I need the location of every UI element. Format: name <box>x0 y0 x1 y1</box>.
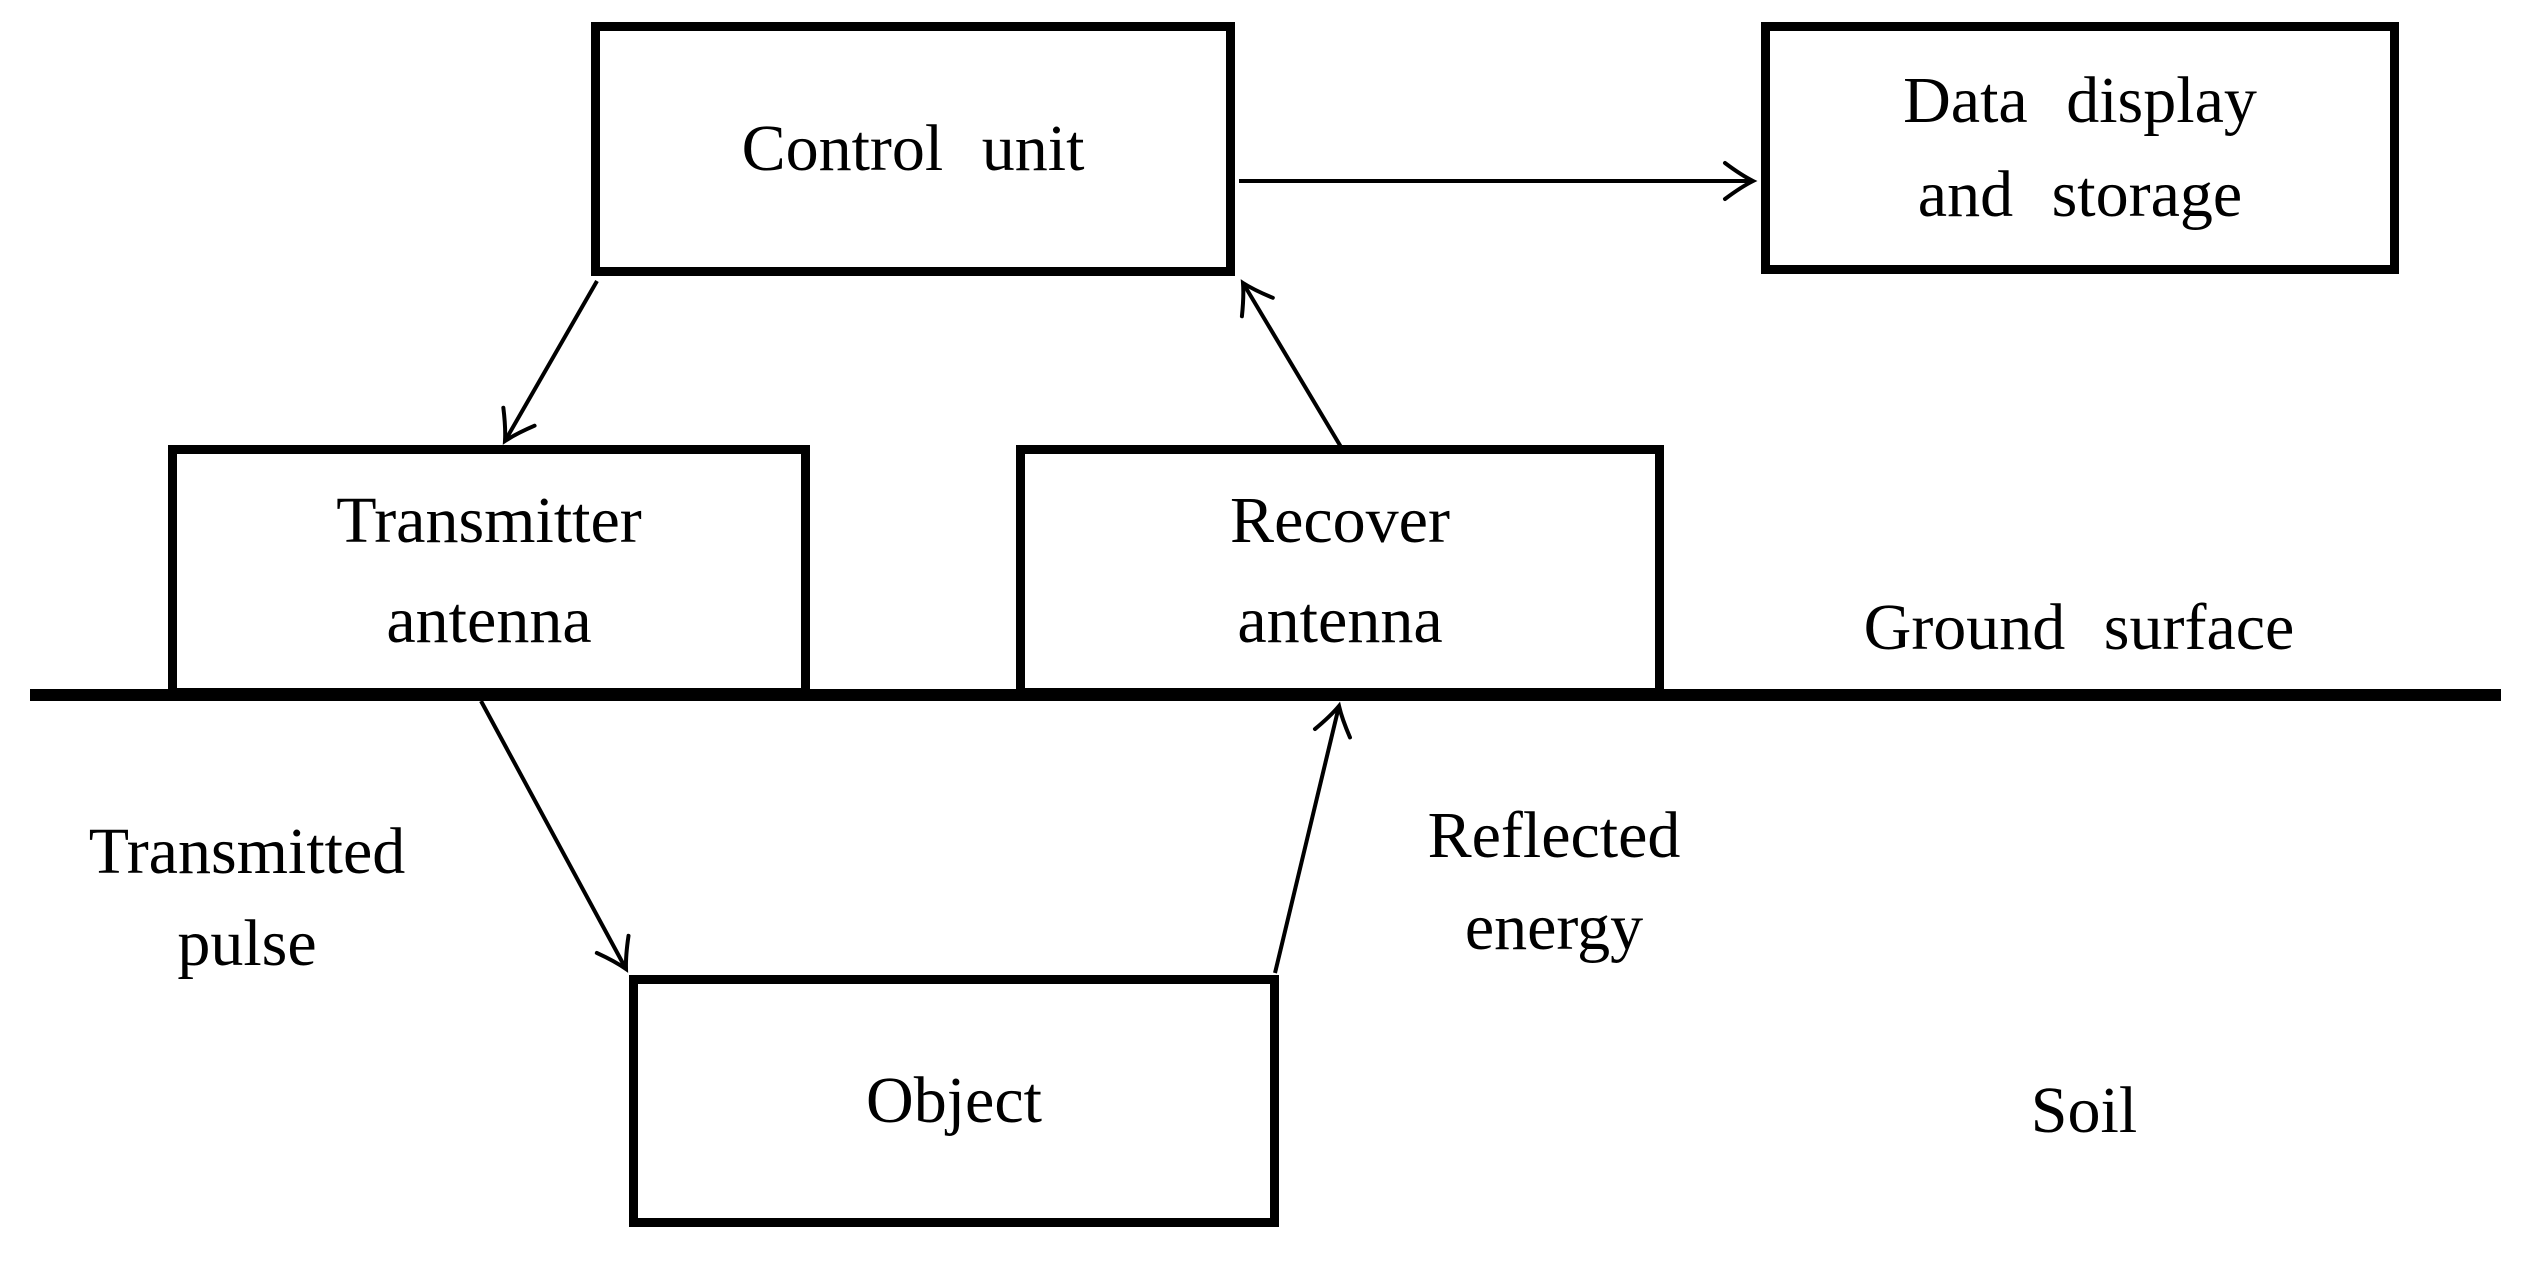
node-recover-antenna-label-line2: antenna <box>1237 584 1443 657</box>
node-data-display-and-storage: Data display and storage <box>1761 22 2399 274</box>
label-soil-text: Soil <box>2030 1074 2138 1147</box>
label-ground-surface-text: Ground surface <box>1863 591 2295 664</box>
node-object: Object <box>629 975 1279 1227</box>
node-control-unit: Control unit <box>591 22 1235 276</box>
label-reflected-energy-line1: Reflected <box>1427 799 1681 872</box>
node-recover-antenna: Recover antenna <box>1016 445 1664 697</box>
label-reflected-energy: Reflected energy <box>1402 790 1706 974</box>
node-transmitter-antenna: Transmitter antenna <box>168 445 810 697</box>
node-data-display-label-line2: and storage <box>1917 158 2243 231</box>
node-transmitter-antenna-label-line2: antenna <box>386 584 592 657</box>
node-data-display-label-line1: Data display <box>1903 64 2257 137</box>
arrow-control-unit-to-transmitter-antenna <box>501 280 599 445</box>
label-transmitted-pulse-line2: pulse <box>177 907 317 980</box>
node-control-unit-label: Control unit <box>741 112 1085 185</box>
arrow-recover-antenna-to-control-unit <box>1239 279 1343 449</box>
label-transmitted-pulse-line1: Transmitted <box>88 815 406 888</box>
label-soil: Soil <box>1984 1076 2184 1146</box>
arrow-reflected-energy-to-recover-antenna <box>1273 701 1352 974</box>
label-transmitted-pulse: Transmitted pulse <box>47 806 447 990</box>
node-recover-antenna-label-line1: Recover <box>1230 484 1450 557</box>
label-ground-surface: Ground surface <box>1779 593 2379 663</box>
node-object-label: Object <box>866 1064 1042 1137</box>
arrow-transmitted-pulse-to-object <box>479 700 631 973</box>
node-transmitter-antenna-label-line1: Transmitter <box>336 484 642 557</box>
label-reflected-energy-line2: energy <box>1464 891 1644 964</box>
